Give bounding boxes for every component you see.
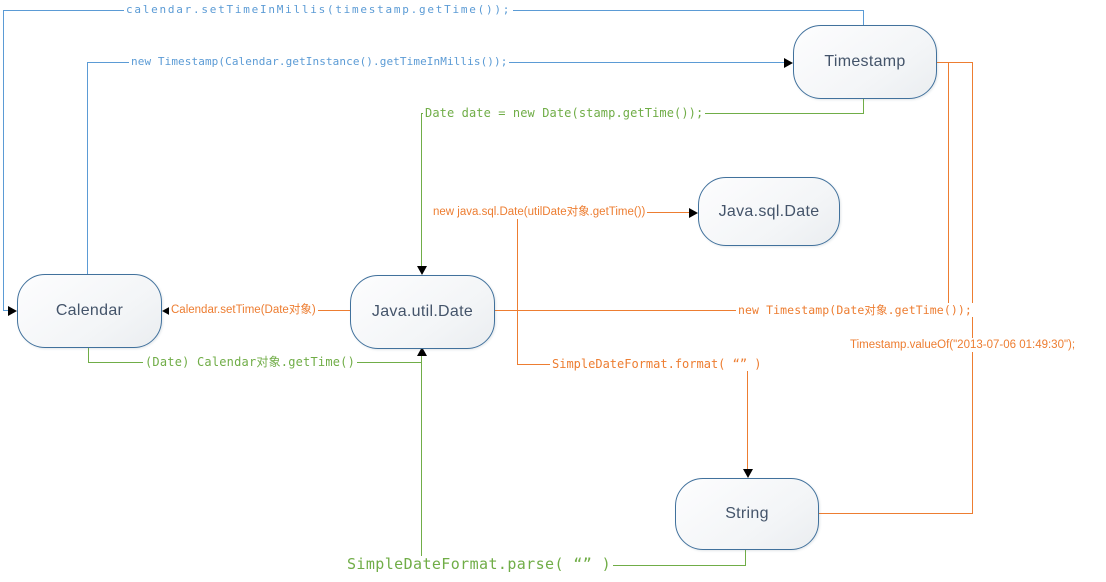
- edge-label-string-to-timestamp: Timestamp.valueOf("2013-07-06 01:49:30")…: [848, 338, 1078, 352]
- edge-string-to-timestamp-segment: [972, 62, 974, 514]
- node-calendar-label: Calendar: [55, 302, 124, 319]
- node-timestamp-label: Timestamp: [824, 53, 906, 70]
- arrowhead-into-sqldate-left: [689, 208, 698, 218]
- edge-utildate-to-sqldate-segment: [517, 212, 519, 365]
- edge-timestamp-to-calendar-segment: [4, 310, 9, 312]
- edge-timestamp-to-calendar-segment: [3, 10, 5, 311]
- node-java-sql-date-label: Java.sql.Date: [718, 202, 820, 220]
- edge-utildate-to-timestamp-segment: [493, 310, 949, 312]
- edge-string-to-utildate-segment: [421, 356, 423, 566]
- edge-string-to-timestamp-segment: [817, 513, 973, 515]
- edge-label-timestamp-to-utildate: Date date = new Date(stamp.getTime());: [423, 106, 706, 120]
- edge-timestamp-to-calendar-segment: [863, 11, 865, 25]
- arrowhead-into-utildate-top: [417, 266, 427, 275]
- edge-timestamp-to-utildate-segment: [863, 97, 865, 114]
- arrowhead-into-calendar-right: [162, 306, 171, 316]
- node-java-util-date-label: Java.util.Date: [371, 303, 474, 320]
- node-java-util-date: Java.util.Date: [350, 275, 495, 349]
- edge-timestamp-to-utildate-segment: [421, 113, 423, 267]
- arrowhead-into-string-top: [743, 469, 753, 478]
- edge-label-utildate-to-sqldate: new java.sql.Date(utilDate对象.getTime()): [431, 205, 648, 219]
- edge-label-timestamp-to-calendar: calendar.setTimeInMillis(timestamp.getTi…: [124, 3, 514, 17]
- node-java-sql-date: Java.sql.Date: [698, 177, 840, 246]
- arrowhead-into-timestamp-left: [784, 58, 793, 68]
- edge-label-utildate-to-string: SimpleDateFormat.format( “” ): [550, 357, 764, 371]
- node-string: String: [675, 478, 819, 550]
- node-timestamp: Timestamp: [793, 25, 937, 99]
- edge-label-utildate-to-timestamp: new Timestamp(Date对象.getTime());: [736, 303, 974, 317]
- edge-utildate-to-string-segment: [747, 364, 749, 470]
- arrowhead-into-calendar-left: [8, 306, 17, 316]
- node-calendar: Calendar: [17, 274, 162, 348]
- node-string-label: String: [725, 505, 769, 522]
- edge-string-to-utildate-segment: [745, 548, 747, 566]
- edge-label-string-to-utildate: SimpleDateFormat.parse( “” ): [345, 555, 614, 573]
- edge-label-utildate-to-calendar: Calendar.setTime(Date对象): [169, 303, 318, 317]
- edge-utildate-to-timestamp-segment: [920, 62, 973, 64]
- arrowhead-into-utildate-bottom: [417, 347, 427, 356]
- edge-utildate-to-timestamp-segment: [948, 62, 950, 311]
- edge-calendar-to-utildate-segment: [88, 346, 90, 363]
- edge-calendar-to-timestamp-segment: [87, 62, 89, 275]
- edge-label-calendar-to-utildate: (Date) Calendar对象.getTime(): [143, 355, 358, 369]
- edge-label-calendar-to-timestamp: new Timestamp(Calendar.getInstance().get…: [129, 55, 510, 69]
